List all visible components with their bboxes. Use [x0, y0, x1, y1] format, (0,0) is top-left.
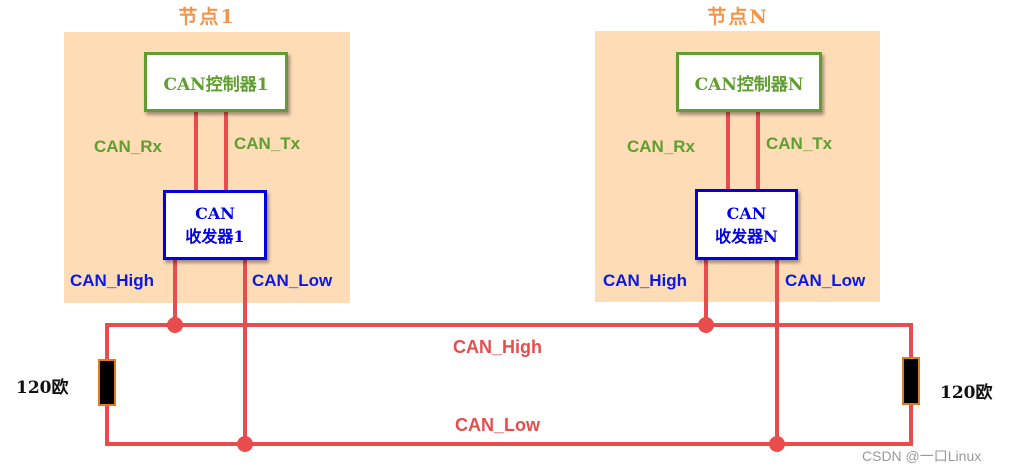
node-n-low-label: CAN_Low	[785, 271, 866, 290]
node-n-transceiver-line1: CAN	[726, 203, 767, 223]
node-1-transceiver-line2: 收发器1	[185, 227, 245, 246]
node-1-rx-label: CAN_Rx	[94, 137, 163, 156]
node-n-high-label: CAN_High	[603, 271, 688, 290]
bus-high-line	[105, 323, 913, 360]
node-n-controller: CAN控制器N	[676, 52, 822, 112]
node-n-transceiver-line2: 收发器N	[715, 226, 778, 246]
bus-high-label: CAN_High	[453, 337, 542, 357]
junction-node-1-high	[167, 317, 183, 333]
left-resistor-label: 120欧	[16, 378, 69, 398]
bus-low-line	[105, 404, 913, 446]
node-1-transceiver-line1: CAN	[195, 204, 235, 223]
watermark: CSDN @一口Linux	[862, 448, 982, 464]
bus-low-label: CAN_Low	[455, 415, 540, 435]
node-n-tx-label: CAN_Tx	[766, 134, 833, 153]
node-1-controller: CAN控制器1	[144, 52, 288, 112]
node-1-controller-label: CAN控制器1	[163, 74, 269, 95]
node-n-transceiver: CAN 收发器N	[695, 189, 798, 260]
junction-node-n-low	[769, 436, 785, 452]
right-resistor-icon	[902, 357, 920, 405]
node-1-low-label: CAN_Low	[252, 271, 333, 290]
node-1-title: 节点1	[178, 6, 236, 28]
junction-node-1-low	[237, 436, 253, 452]
node-n-title: 节点N	[707, 6, 769, 28]
node-1-tx-label: CAN_Tx	[234, 134, 301, 153]
right-resistor-label: 120欧	[940, 383, 993, 403]
junction-node-n-high	[698, 317, 714, 333]
left-resistor-icon	[98, 359, 116, 406]
node-n-rx-label: CAN_Rx	[627, 137, 696, 156]
node-1-high-label: CAN_High	[70, 271, 155, 290]
node-n-controller-label: CAN控制器N	[694, 74, 804, 95]
node-1-transceiver: CAN 收发器1	[163, 190, 267, 260]
